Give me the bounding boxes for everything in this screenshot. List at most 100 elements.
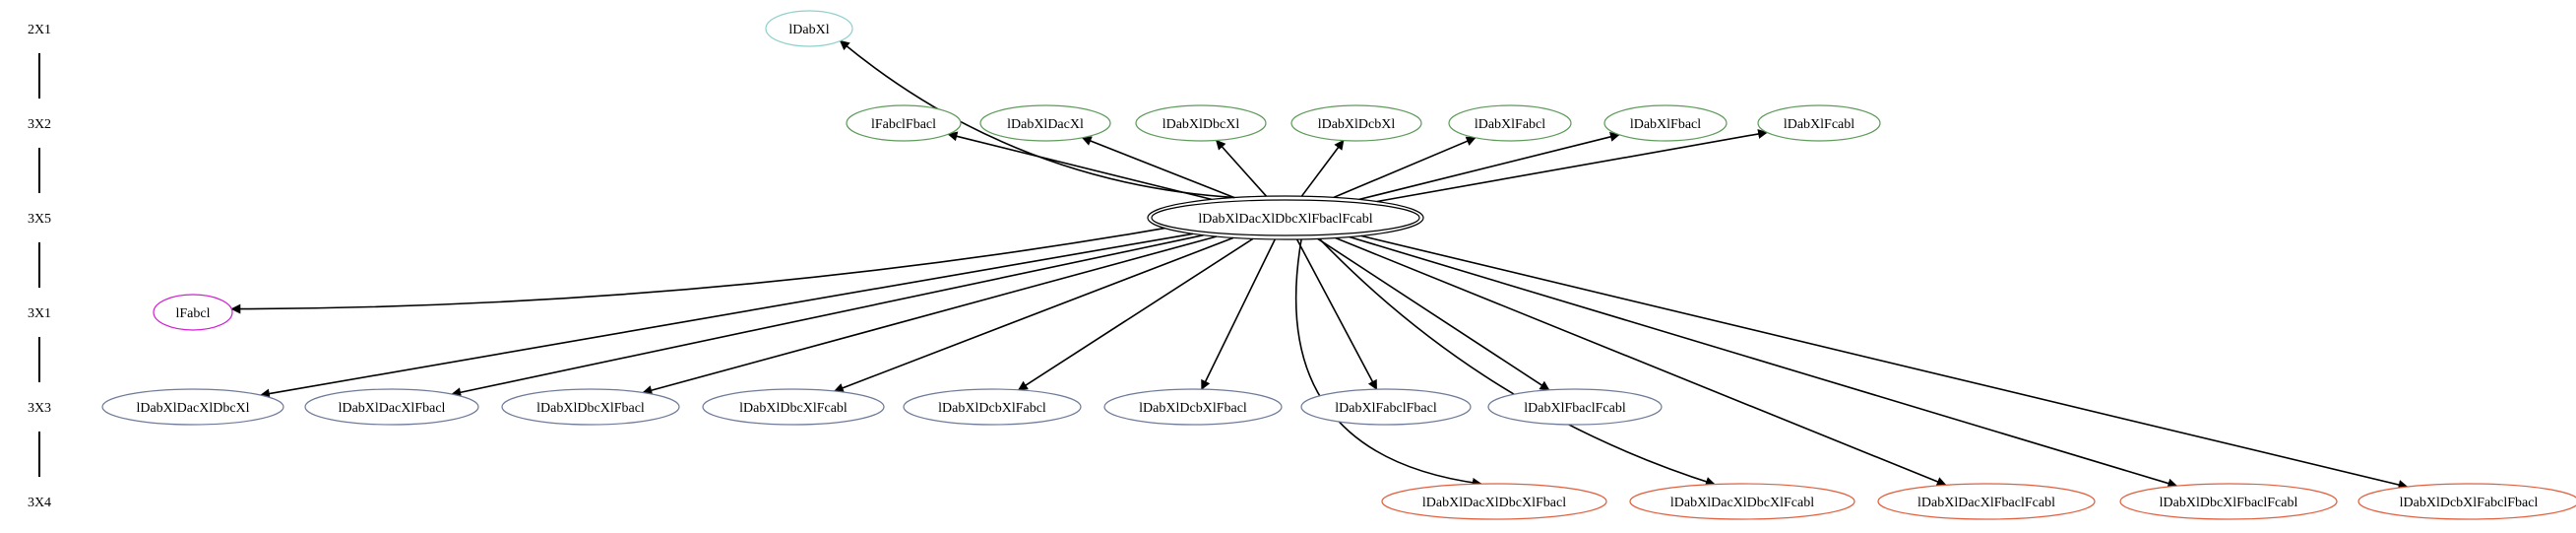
node-ellipse	[1629, 483, 1855, 520]
edge-n_center-to-n_dabx_fabcl	[1333, 136, 1476, 199]
node-n-dabx-dacx-fbacl[interactable]: lDabXlDacXlFbacl	[304, 388, 479, 426]
rank-label-3x3: 3X3	[28, 401, 51, 416]
node-ellipse	[903, 388, 1082, 426]
node-n-center[interactable]: lDabXlDacXlDbcXlFbaclFcabl	[1147, 195, 1424, 240]
edge-n_center-to-n_dabx_fcabl	[1376, 129, 1769, 203]
node-n-dabx-fbacl[interactable]: lDabXlFbacl	[1603, 104, 1728, 142]
node-ellipse	[1381, 483, 1607, 520]
node-label: lDabXlDacXlFbaclFcabl	[1917, 496, 2055, 510]
edge-n_center-to-n_dabx_dacx	[1081, 136, 1235, 199]
node-n-dabx-dcbx-fabcl-fbacl[interactable]: lDabXlDcbXlFabclFbacl	[2357, 483, 2576, 520]
node-n-dabx-dacx[interactable]: lDabXlDacXl	[979, 104, 1111, 142]
edge-n_center-to-n_dabx_dcbx	[1300, 139, 1345, 197]
node-ellipse	[304, 388, 479, 426]
node-n-fabcl[interactable]: lFabcl	[153, 294, 233, 331]
node-n-dabx-fabcl[interactable]: lDabXlFabcl	[1448, 104, 1572, 142]
node-ellipse	[1487, 388, 1663, 426]
node-ellipse	[1448, 104, 1572, 142]
node-label: lFabcl	[176, 306, 211, 321]
node-ellipse	[501, 388, 680, 426]
node-n-dabx-dbcx-fcabl[interactable]: lDabXlDbcXlFcabl	[702, 388, 885, 426]
node-label: lDabXlDcbXlFbacl	[1139, 401, 1247, 416]
node-label: lDabXlFcabl	[1784, 117, 1854, 132]
node-label: lDabXlDcbXl	[1318, 117, 1396, 132]
node-n-dabx-dbcx-fbacl-fcabl[interactable]: lDabXlDbcXlFbaclFcabl	[2119, 483, 2338, 520]
node-n-dabx-dcbx-fabcl[interactable]: lDabXlDcbXlFabcl	[903, 388, 1082, 426]
node-n-dabx[interactable]: lDabXl	[765, 10, 853, 47]
node-ellipse	[1300, 388, 1472, 426]
edge-n_center-to-n_fabcl	[230, 227, 1165, 314]
edge-n_center-to-n_dabx	[839, 39, 1235, 199]
node-ellipse	[2357, 483, 2576, 520]
node-label: lDabXlDacXlDbcXlFbacl	[1422, 496, 1566, 510]
rank-axis: 2X1 3X2 3X5 3X1 3X3 3X4	[28, 23, 51, 510]
node-label: lDabXlDcbXlFabcl	[938, 401, 1046, 416]
node-ellipse	[702, 388, 885, 426]
edge-n_center-to-n_dabx_dacx_dbcx_fcabl	[1318, 237, 1716, 487]
edge-n_center-to-n_dabx_fbacl	[1358, 132, 1620, 201]
node-n-dabx-dcbx-fbacl[interactable]: lDabXlDcbXlFbacl	[1103, 388, 1283, 426]
node-label: lDabXlDbcXl	[1162, 117, 1240, 132]
node-label: lFabclFbacl	[871, 117, 936, 132]
node-label: lDabXl	[788, 23, 829, 37]
edge-layer	[230, 39, 2409, 490]
node-label: lDabXlDacXlDbcXlFcabl	[1670, 496, 1814, 510]
node-label: lDabXlFbacl	[1630, 117, 1701, 132]
node-label: lDabXlDbcXlFbaclFcabl	[2160, 496, 2298, 510]
edge-n_center-to-n_dabx_dbcx_fbacl	[642, 235, 1218, 395]
node-ellipse	[1603, 104, 1728, 142]
node-label: lDabXlDacXl	[1007, 117, 1084, 132]
node-ellipse	[1757, 104, 1881, 142]
rank-label-3x4: 3X4	[28, 496, 51, 510]
node-label: lDabXlDbcXlFbacl	[536, 401, 645, 416]
node-label: lDabXlFabcl	[1475, 117, 1545, 132]
edge-n_center-to-n_dabx_dbcx	[1216, 139, 1268, 197]
node-label: lDabXlDcbXlFabclFbacl	[2400, 496, 2539, 510]
rank-label-3x1: 3X1	[28, 306, 51, 321]
edge-n_center-to-n_fabcl_fbacl	[947, 131, 1213, 201]
edge-n_center-to-n_dabx_dacx_dbcx	[259, 233, 1194, 399]
node-ellipse-outer	[1147, 195, 1424, 240]
edge-n_center-to-n_dabx_dbcx_fbacl_fcabl	[1349, 235, 2178, 489]
edge-n_center-to-n_dabx_dcbx_fabcl_fbacl	[1360, 234, 2409, 490]
edge-n_center-to-n_dabx_dbcx_fcabl	[833, 236, 1234, 393]
node-n-dabx-fcabl[interactable]: lDabXlFcabl	[1757, 104, 1881, 142]
node-ellipse	[1290, 104, 1422, 142]
edge-n_center-to-n_dabx_dcbx_fabcl	[1017, 237, 1254, 391]
edge-n_center-to-n_dabx_dacx_fbacl	[451, 233, 1204, 398]
node-n-dabx-dacx-fbacl-fcabl[interactable]: lDabXlDacXlFbaclFcabl	[1877, 483, 2096, 520]
node-n-dabx-dacx-dbcx-fcabl[interactable]: lDabXlDacXlDbcXlFcabl	[1629, 483, 1855, 520]
node-label: lDabXlDacXlDbcXlFbaclFcabl	[1198, 212, 1372, 227]
node-n-dabx-dcbx[interactable]: lDabXlDcbXl	[1290, 104, 1422, 142]
node-label: lDabXlFbaclFcabl	[1524, 401, 1626, 416]
node-n-dabx-dacx-dbcx-fbacl[interactable]: lDabXlDacXlDbcXlFbacl	[1381, 483, 1607, 520]
node-label: lDabXlDacXlFbacl	[339, 401, 446, 416]
node-n-dabx-fabcl-fbacl[interactable]: lDabXlFabclFbacl	[1300, 388, 1472, 426]
node-ellipse	[2119, 483, 2338, 520]
edge-n_center-to-n_dabx_dcbx_fbacl	[1201, 238, 1277, 390]
node-n-dabx-dacx-dbcx[interactable]: lDabXlDacXlDbcXl	[101, 388, 284, 426]
node-n-dabx-fbacl-fcabl[interactable]: lDabXlFbaclFcabl	[1487, 388, 1663, 426]
node-layer: lDabXl lFabclFbacl lDabXlDacXl lDabXlDbcXl l…	[101, 10, 2576, 520]
node-ellipse	[765, 10, 853, 47]
rank-label-3x5: 3X5	[28, 212, 51, 227]
node-ellipse	[1103, 388, 1283, 426]
edge-n_center-to-n_dabx_fbacl_fcabl	[1317, 237, 1550, 391]
node-label: lDabXlFabclFbacl	[1335, 401, 1437, 416]
edge-n_center-to-n_dabx_dacx_dbcx_fbacl	[1294, 238, 1482, 488]
rank-label-3x2: 3X2	[28, 117, 51, 132]
node-n-fabcl-fbacl[interactable]: lFabclFbacl	[846, 104, 962, 142]
node-ellipse	[1151, 199, 1420, 236]
node-n-dabx-dbcx[interactable]: lDabXlDbcXl	[1135, 104, 1267, 142]
node-ellipse	[101, 388, 284, 426]
node-ellipse	[846, 104, 962, 142]
edge-n_center-to-n_dabx_dacx_fbacl_fcabl	[1335, 236, 1947, 487]
node-ellipse	[1877, 483, 2096, 520]
node-ellipse	[979, 104, 1111, 142]
node-label: lDabXlDbcXlFcabl	[739, 401, 848, 416]
rank-label-2x1: 2X1	[28, 23, 51, 37]
node-n-dabx-dbcx-fbacl[interactable]: lDabXlDbcXlFbacl	[501, 388, 680, 426]
node-label: lDabXlDacXlDbcXl	[136, 401, 249, 416]
node-ellipse	[153, 294, 233, 331]
